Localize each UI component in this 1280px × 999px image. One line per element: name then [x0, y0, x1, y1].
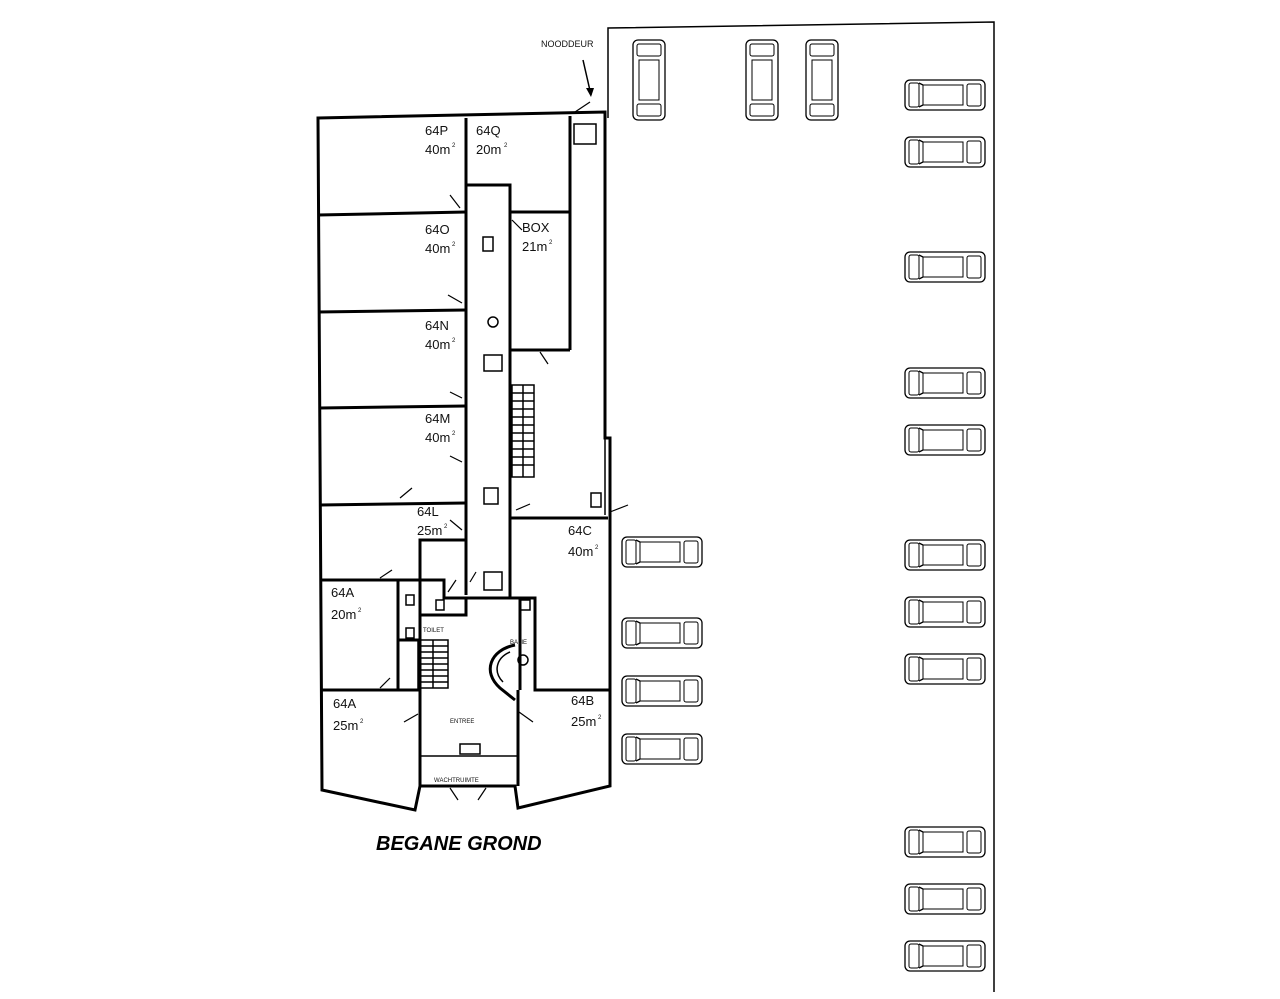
unit-area: 40m	[568, 544, 593, 559]
unit-64m: 64M 40m 2	[425, 411, 456, 445]
room-reception: BALIE	[510, 640, 527, 646]
unit-64c: 64C 40m 2	[568, 523, 599, 559]
parked-car	[745, 39, 779, 121]
unit-64q: 64Q 20m 2	[476, 123, 508, 157]
parked-car	[904, 79, 986, 111]
unit-id: 64A	[331, 585, 354, 600]
building-outline	[316, 110, 612, 812]
unit-area-sup: 2	[504, 143, 508, 149]
parked-car	[621, 733, 703, 765]
door-swings	[379, 101, 629, 801]
unit-area-sup: 2	[360, 719, 364, 725]
main-stair	[417, 639, 449, 689]
unit-area-sup: 2	[358, 608, 362, 614]
wall-64p-64o	[317, 210, 467, 217]
parked-car	[621, 536, 703, 568]
emergency-exit-label: NOODDEUR	[541, 39, 594, 49]
parked-car	[904, 367, 986, 399]
unit-64a-upper: 64A 20m 2	[331, 585, 362, 622]
unit-id: 64O	[425, 222, 450, 237]
unit-area-sup: 2	[452, 143, 456, 149]
wall-toilet-bottom	[420, 598, 468, 617]
unit-64l: 64L 25m 2	[417, 504, 448, 538]
parked-car	[904, 251, 986, 283]
unit-area: 25m	[571, 714, 596, 729]
room-entrance: ENTREE	[450, 719, 474, 725]
unit-area: 40m	[425, 241, 450, 256]
plan-title: BEGANE GROND	[376, 833, 542, 855]
unit-area-sup: 2	[549, 240, 553, 246]
room-toilet: TOILET	[423, 628, 444, 634]
wall-64o-64n	[317, 308, 467, 314]
unit-area: 25m	[333, 718, 358, 733]
wall-64n-64m	[319, 404, 467, 410]
parked-car	[904, 940, 986, 972]
unit-area: 40m	[425, 430, 450, 445]
parked-car	[904, 653, 986, 685]
unit-id: 64P	[425, 123, 448, 138]
unit-area: 40m	[425, 142, 450, 157]
unit-id: 64M	[425, 411, 450, 426]
room-waiting: WACHTRUIMTE	[434, 778, 479, 784]
parked-car	[621, 617, 703, 649]
unit-area: 20m	[476, 142, 501, 157]
emergency-exit-arrowhead	[586, 88, 594, 97]
unit-area-sup: 2	[452, 242, 456, 248]
parked-car	[904, 826, 986, 858]
corridor-wall-right	[466, 183, 512, 598]
parked-car	[904, 424, 986, 456]
unit-id: 64B	[571, 693, 594, 708]
unit-area: 20m	[331, 607, 356, 622]
unit-64p: 64P 40m 2	[425, 123, 456, 157]
unit-id: BOX	[522, 220, 550, 235]
corridor-stair	[511, 384, 535, 478]
fire-hose-symbols	[405, 123, 602, 755]
unit-area-sup: 2	[595, 545, 599, 551]
unit-64o: 64O 40m 2	[425, 222, 456, 256]
unit-area: 21m	[522, 239, 547, 254]
unit-area-sup: 2	[598, 715, 602, 721]
unit-area-sup: 2	[444, 524, 448, 530]
unit-area: 25m	[417, 523, 442, 538]
parking-cars	[621, 39, 986, 972]
unit-id: 64A	[333, 696, 356, 711]
unit-box: BOX 21m 2	[522, 220, 553, 254]
unit-area-sup: 2	[452, 431, 456, 437]
reception-counter-inner	[496, 651, 511, 683]
wall-64l-inner	[418, 538, 466, 615]
reception-counter	[488, 643, 516, 702]
unit-id: 64C	[568, 523, 592, 538]
parking-lot-boundary	[607, 21, 995, 992]
wall-64m-64l	[319, 501, 467, 507]
parked-car	[632, 39, 666, 121]
unit-area: 40m	[425, 337, 450, 352]
parked-car	[904, 596, 986, 628]
unit-id: 64L	[417, 504, 439, 519]
wall-toilet-block	[396, 578, 466, 690]
unit-id: 64Q	[476, 123, 501, 138]
parked-car	[805, 39, 839, 121]
unit-64n: 64N 40m 2	[425, 318, 456, 352]
unit-id: 64N	[425, 318, 449, 333]
wall-hall-right	[466, 596, 610, 692]
parked-car	[904, 539, 986, 571]
unit-64b: 64B 25m 2	[571, 693, 602, 729]
parked-car	[621, 675, 703, 707]
unit-64a-lower: 64A 25m 2	[333, 696, 364, 733]
unit-area-sup: 2	[452, 338, 456, 344]
parked-car	[904, 136, 986, 168]
parked-car	[904, 883, 986, 915]
